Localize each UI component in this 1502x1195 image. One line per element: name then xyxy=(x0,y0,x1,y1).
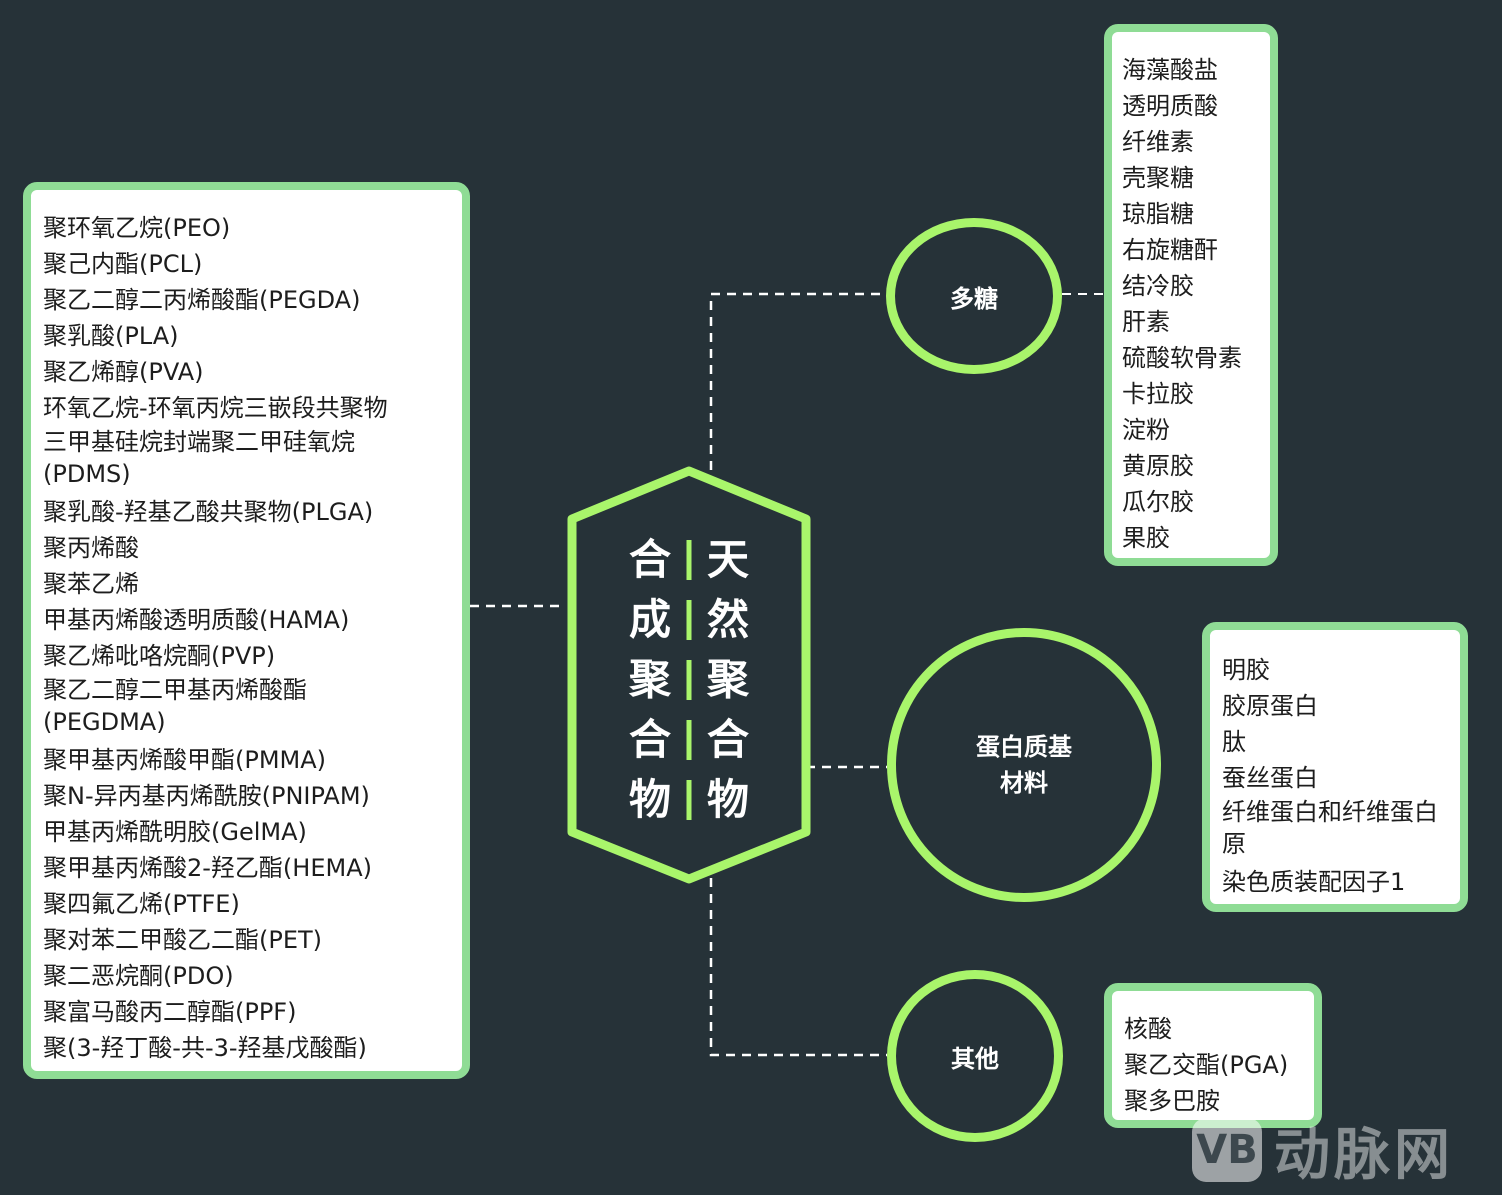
node-label-line: 蛋白质基 xyxy=(976,733,1072,761)
node-label: 蛋白质基 材料 xyxy=(976,729,1072,801)
list-item: 染色质装配因子1 xyxy=(1222,868,1406,896)
center-char: 天 xyxy=(706,535,749,584)
list-item: 环氧乙烷-环氧丙烷三嵌段共聚物 xyxy=(43,394,388,422)
list-item: 纤维素 xyxy=(1122,128,1194,156)
watermark-text: 动脉网 xyxy=(1274,1122,1454,1188)
list-item: 肝素 xyxy=(1122,308,1170,336)
center-char: 合 xyxy=(706,715,749,764)
list-item: 蚕丝蛋白 xyxy=(1222,764,1318,792)
list-item: 聚环氧乙烷(PEO) xyxy=(43,214,231,242)
list-item: 纤维蛋白和纤维蛋白原 xyxy=(1222,798,1438,858)
list-item: 结冷胶 xyxy=(1122,272,1194,300)
node-polysaccharide[interactable]: 多糖 xyxy=(886,218,1062,374)
list-item: 琼脂糖 xyxy=(1122,200,1194,228)
list-item: 聚甲基丙烯酸甲酯(PMMA) xyxy=(43,746,327,774)
list-item: 聚乳酸(PLA) xyxy=(43,322,179,350)
center-char: 合 xyxy=(628,535,671,584)
list-item: 聚四氟乙烯(PTFE) xyxy=(43,890,240,918)
list-item: 淀粉 xyxy=(1122,416,1170,444)
node-label: 多糖 xyxy=(950,284,998,313)
list-item: 聚己内酯(PCL) xyxy=(43,250,203,278)
protein-materials-list[interactable]: 明胶 胶原蛋白 肽 蚕丝蛋白 纤维蛋白和纤维蛋白原 染色质装配因子1 xyxy=(1202,622,1468,912)
list-item: 右旋糖酐 xyxy=(1122,236,1218,264)
list-item: 三甲基硅烷封端聚二甲硅氧烷(PDMS) xyxy=(43,428,355,488)
list-item: 海藻酸盐 xyxy=(1122,56,1218,84)
list-item: 聚(3-羟丁酸-共-3-羟基戊酸酯) xyxy=(43,1034,367,1062)
node-protein-materials[interactable]: 蛋白质基 材料 xyxy=(887,628,1161,902)
list-item: 聚乙烯醇(PVA) xyxy=(43,358,204,386)
list-item: 聚富马酸丙二醇酯(PPF) xyxy=(43,998,297,1026)
list-item: 甲基丙烯酸透明质酸(HAMA) xyxy=(43,606,350,634)
list-item: 卡拉胶 xyxy=(1122,380,1194,408)
center-char: 然 xyxy=(706,595,749,644)
list-item: 瓜尔胶 xyxy=(1122,488,1194,516)
list-item: 聚乙二醇二甲基丙烯酸酯(PEGDMA) xyxy=(43,676,307,736)
link-other xyxy=(709,878,887,1057)
list-item: 聚乙二醇二丙烯酸酯(PEGDA) xyxy=(43,286,361,314)
center-char: 聚 xyxy=(628,655,671,704)
list-item: 聚丙烯酸 xyxy=(43,534,139,562)
list-item: 聚苯乙烯 xyxy=(43,570,139,598)
list-item: 聚甲基丙烯酸2-羟乙酯(HEMA) xyxy=(43,854,372,882)
polysaccharide-list[interactable]: 海藻酸盐 透明质酸 纤维素 壳聚糖 琼脂糖 右旋糖酐 结冷胶 肝素 硫酸软骨素 … xyxy=(1104,24,1278,566)
list-item: 聚乳酸-羟基乙酸共聚物(PLGA) xyxy=(43,498,374,526)
center-char: 物 xyxy=(628,775,671,824)
list-item: 核酸 xyxy=(1124,1015,1172,1043)
list-item: 聚多巴胺 xyxy=(1124,1087,1220,1115)
watermark: VB 动脉网 xyxy=(1192,1114,1492,1188)
center-char: 物 xyxy=(706,775,749,824)
list-item: 明胶 xyxy=(1222,656,1270,684)
link-polysaccharide xyxy=(709,292,886,470)
node-label-line: 材料 xyxy=(1000,769,1048,797)
list-item: 聚对苯二甲酸乙二酯(PET) xyxy=(43,926,323,954)
list-item: 甲基丙烯酰明胶(GelMA) xyxy=(43,818,307,846)
list-item: 胶原蛋白 xyxy=(1222,692,1318,720)
list-item: 聚乙烯吡咯烷酮(PVP) xyxy=(43,642,276,670)
center-label-synthetic[interactable]: 合 成 聚 合 物 xyxy=(625,530,675,830)
center-char: 聚 xyxy=(706,655,749,704)
list-item: 黄原胶 xyxy=(1122,452,1194,480)
list-item: 聚乙交酯(PGA) xyxy=(1124,1051,1289,1079)
list-item: 肽 xyxy=(1222,728,1246,756)
list-item: 聚N-异丙基丙烯酰胺(PNIPAM) xyxy=(43,782,370,810)
center-char: 成 xyxy=(628,595,671,644)
watermark-logo-icon: VB xyxy=(1192,1118,1262,1182)
other-list[interactable]: 核酸 聚乙交酯(PGA) 聚多巴胺 xyxy=(1104,983,1322,1128)
list-item: 聚二恶烷酮(PDO) xyxy=(43,962,234,990)
center-char: 合 xyxy=(628,715,671,764)
node-label: 其他 xyxy=(951,1044,999,1073)
synthetic-polymer-list[interactable]: 聚环氧乙烷(PEO) 聚己内酯(PCL) 聚乙二醇二丙烯酸酯(PEGDA) 聚乳… xyxy=(23,182,470,1079)
list-item: 壳聚糖 xyxy=(1122,164,1194,192)
list-item: 硫酸软骨素 xyxy=(1122,344,1242,372)
center-label-natural[interactable]: 天 然 聚 合 物 xyxy=(703,530,753,830)
list-item: 果胶 xyxy=(1122,524,1170,552)
list-item: 透明质酸 xyxy=(1122,92,1218,120)
node-other[interactable]: 其他 xyxy=(887,970,1063,1142)
